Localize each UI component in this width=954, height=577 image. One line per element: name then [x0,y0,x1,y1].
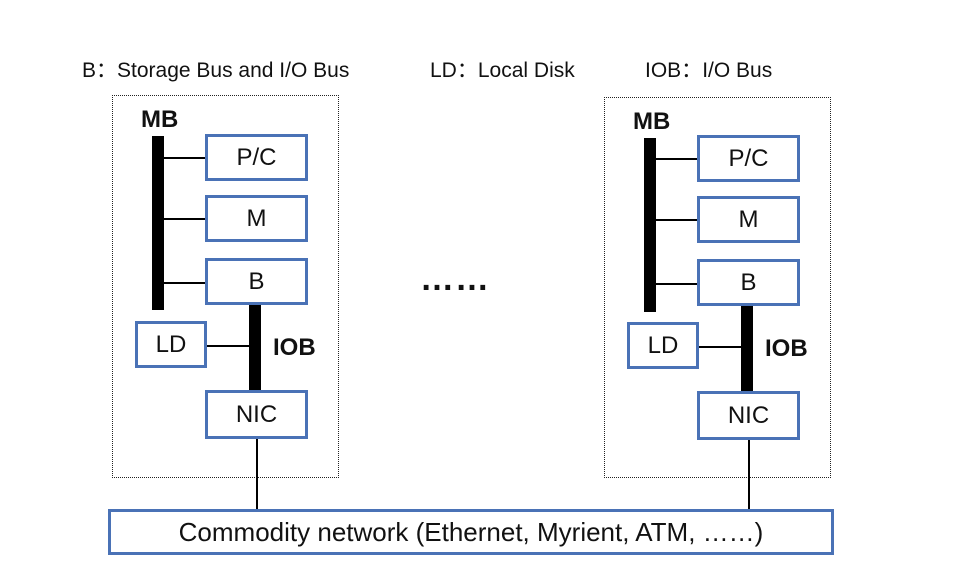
nic-box: NIC [205,390,308,439]
ellipsis: …… [420,260,490,298]
legend-bus: B：Storage Bus and I/O Bus [82,54,349,84]
mb-label: MB [141,106,179,133]
legend-text: Storage Bus and I/O Bus [117,59,350,82]
mb-label: MB [633,108,671,135]
iob-label: IOB [273,334,316,361]
legend-io-bus: IOB：I/O Bus [645,54,772,84]
legend-text: Local Disk [477,59,575,82]
memory-box: M [697,196,800,243]
nic-box: NIC [697,391,800,440]
memory-bus [152,136,164,310]
legend-local-disk: LD：Local Disk [430,54,575,84]
connector [656,219,698,221]
connector [656,158,698,160]
processor-cache-box: P/C [205,134,308,181]
network-link [256,439,258,509]
iob-label: IOB [765,335,808,362]
connector [164,157,206,159]
node-frame [604,97,831,478]
legend-text: I/O Bus [702,59,773,82]
connector [656,283,698,285]
io-bus [741,306,753,392]
local-disk-box: LD [627,322,699,369]
legend-key: IOB： [645,59,703,82]
legend-key: LD： [430,59,478,82]
commodity-network: Commodity network (Ethernet, Myrient, AT… [108,509,834,555]
connector [699,346,741,348]
connector [164,282,206,284]
bridge-box: B [205,258,308,305]
memory-bus [644,138,656,312]
processor-cache-box: P/C [697,135,800,182]
legend-key: B： [82,59,118,82]
connector [207,345,249,347]
io-bus [249,305,261,391]
memory-box: M [205,195,308,242]
connector [164,218,206,220]
network-link [748,440,750,509]
node-frame [112,95,339,478]
local-disk-box: LD [135,321,207,368]
bridge-box: B [697,259,800,306]
